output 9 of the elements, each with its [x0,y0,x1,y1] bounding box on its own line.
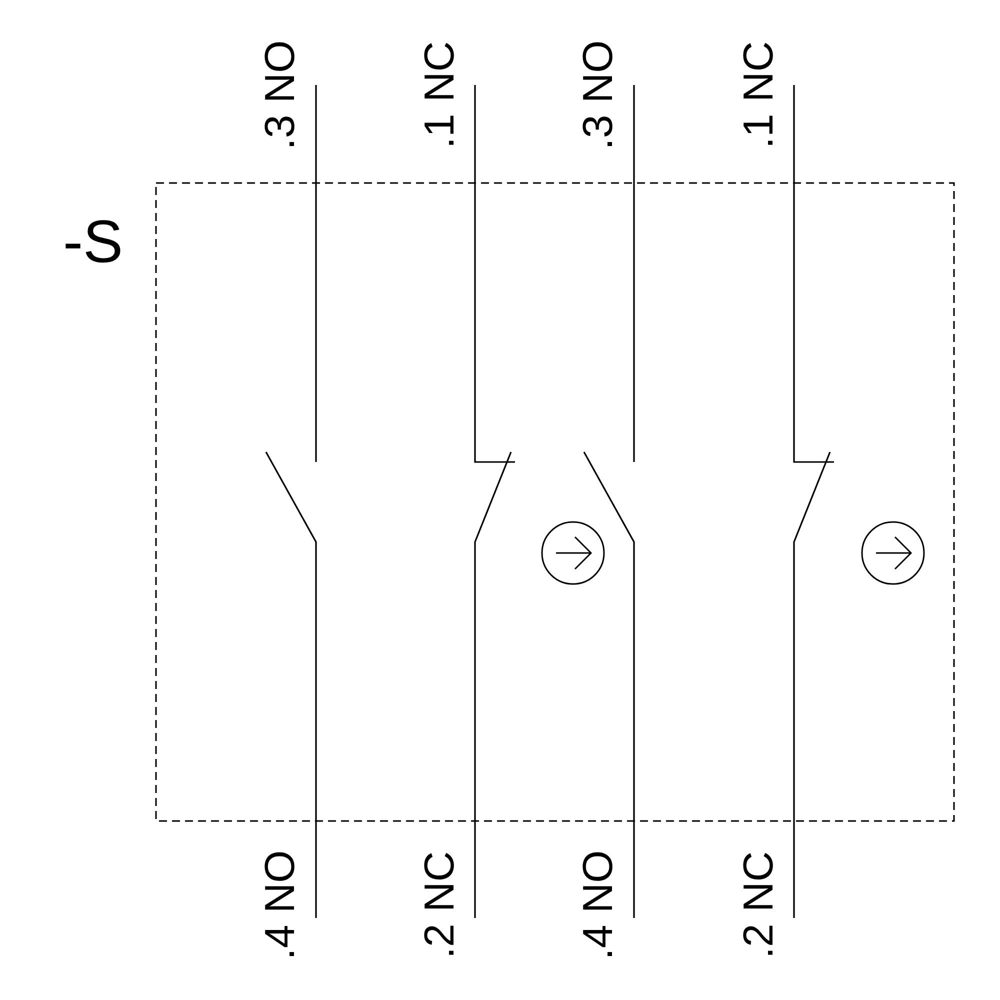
terminal-label: .1 NC [418,41,460,149]
terminal-label: .2 NC [418,851,460,959]
terminal-label: .1 NC [737,41,780,149]
terminal-label: .3 NO [576,40,619,150]
device-tag: -S [63,212,123,272]
terminal-label: .4 NO [258,850,301,960]
terminal-label: .3 NO [258,40,301,150]
terminal-label: .2 NC [737,851,780,959]
terminal-label: .4 NO [576,850,619,960]
